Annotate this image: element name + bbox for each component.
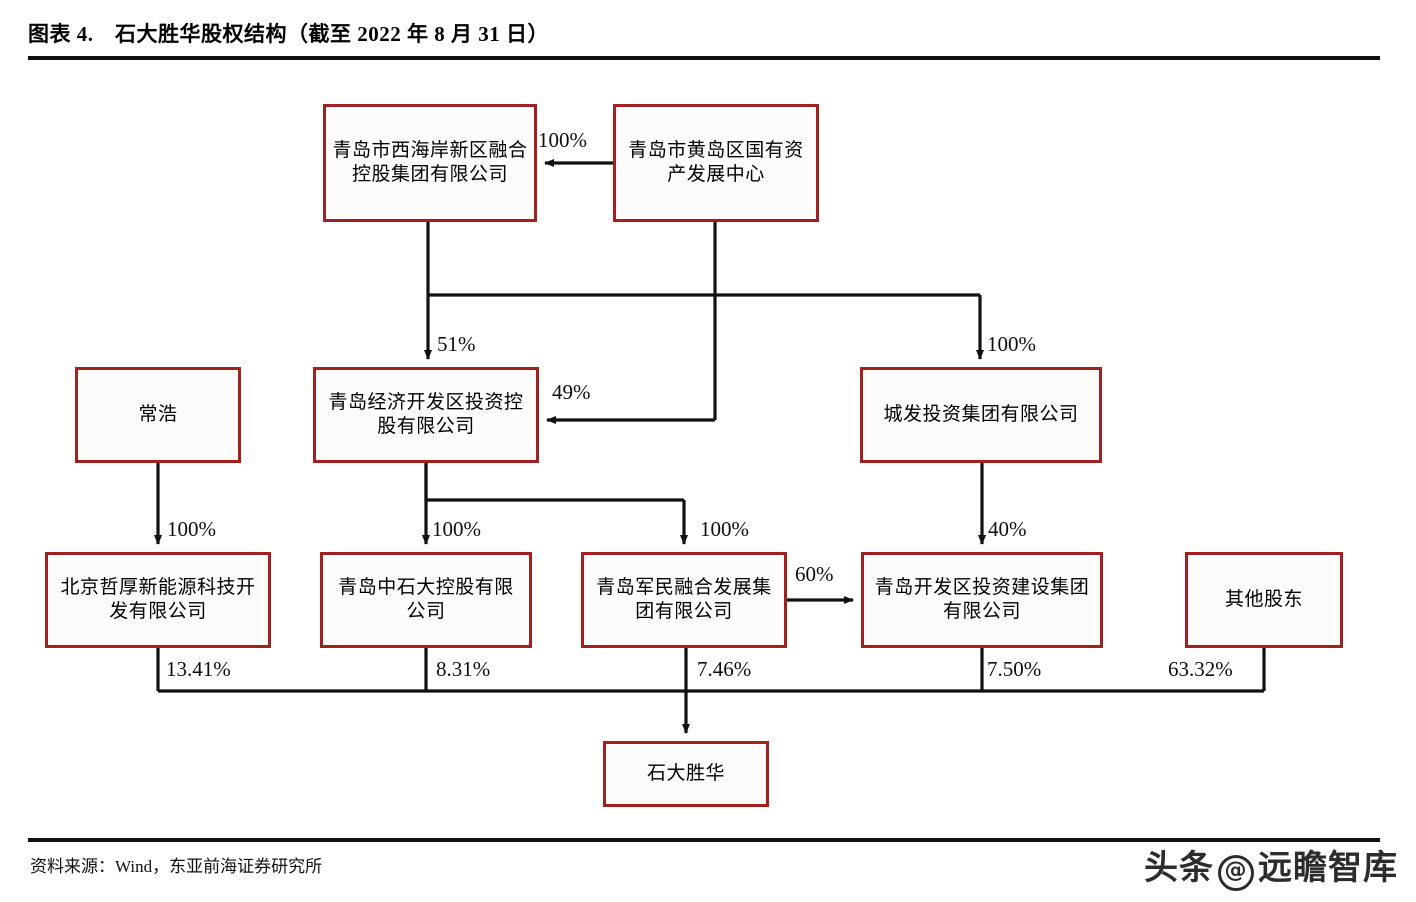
node-jingkai[interactable]: 青岛经济开发区投资控股有限公司 — [313, 367, 539, 463]
at-icon: @ — [1218, 855, 1254, 891]
node-zhehou[interactable]: 北京哲厚新能源科技开发有限公司 — [45, 552, 271, 648]
edge-label-kaifaqu-target: 7.50% — [987, 657, 1042, 681]
watermark-left-text: 头条 — [1144, 848, 1214, 888]
footer-divider — [28, 838, 1380, 842]
node-qita-gudong[interactable]: 其他股东 — [1185, 552, 1343, 648]
watermark: 头条@远瞻智库 — [1144, 840, 1398, 891]
watermark-right-text: 远瞻智库 — [1258, 848, 1398, 888]
node-junmin[interactable]: 青岛军民融合发展集团有限公司 — [581, 552, 787, 648]
page-title: 图表 4. 石大胜华股权结构（截至 2022 年 8 月 31 日） — [28, 22, 549, 46]
edge-label-chengfa-kaifaqu: 40% — [988, 517, 1027, 541]
node-shidashenghua[interactable]: 石大胜华 — [603, 741, 769, 807]
node-xihaian[interactable]: 青岛市西海岸新区融合控股集团有限公司 — [323, 104, 537, 222]
edge-label-junmin-kaifaqu: 60% — [795, 562, 834, 586]
edge-label-xihaian-jingkai: 51% — [437, 332, 476, 356]
node-kaifaqu[interactable]: 青岛开发区投资建设集团有限公司 — [861, 552, 1103, 648]
node-changhao[interactable]: 常浩 — [75, 367, 241, 463]
edge-label-jingkai-zhongshida: 100% — [432, 517, 481, 541]
edge-label-huangdao-jingkai: 49% — [552, 380, 591, 404]
node-huangdao[interactable]: 青岛市黄岛区国有资产发展中心 — [613, 104, 819, 222]
edge-label-zhehou-target: 13.41% — [166, 657, 231, 681]
edge-label-jingkai-junmin: 100% — [700, 517, 749, 541]
ownership-structure-diagram: 青岛市西海岸新区融合控股集团有限公司 青岛市黄岛区国有资产发展中心 青岛经济开发… — [0, 62, 1416, 834]
edge-label-qita-target: 63.32% — [1168, 657, 1233, 681]
title-divider-top — [28, 56, 1380, 60]
edge-label-junmin-target: 7.46% — [697, 657, 752, 681]
node-zhongshida[interactable]: 青岛中石大控股有限公司 — [320, 552, 532, 648]
edge-label-huangdao-xihaian: 100% — [538, 128, 587, 152]
node-chengfa[interactable]: 城发投资集团有限公司 — [860, 367, 1102, 463]
edge-label-changhao-zhehou: 100% — [167, 517, 216, 541]
source-note: 资料来源：Wind，东亚前海证券研究所 — [30, 857, 323, 876]
edge-label-zhongshida-target: 8.31% — [436, 657, 491, 681]
edge-label-xihaian-chengfa: 100% — [987, 332, 1036, 356]
